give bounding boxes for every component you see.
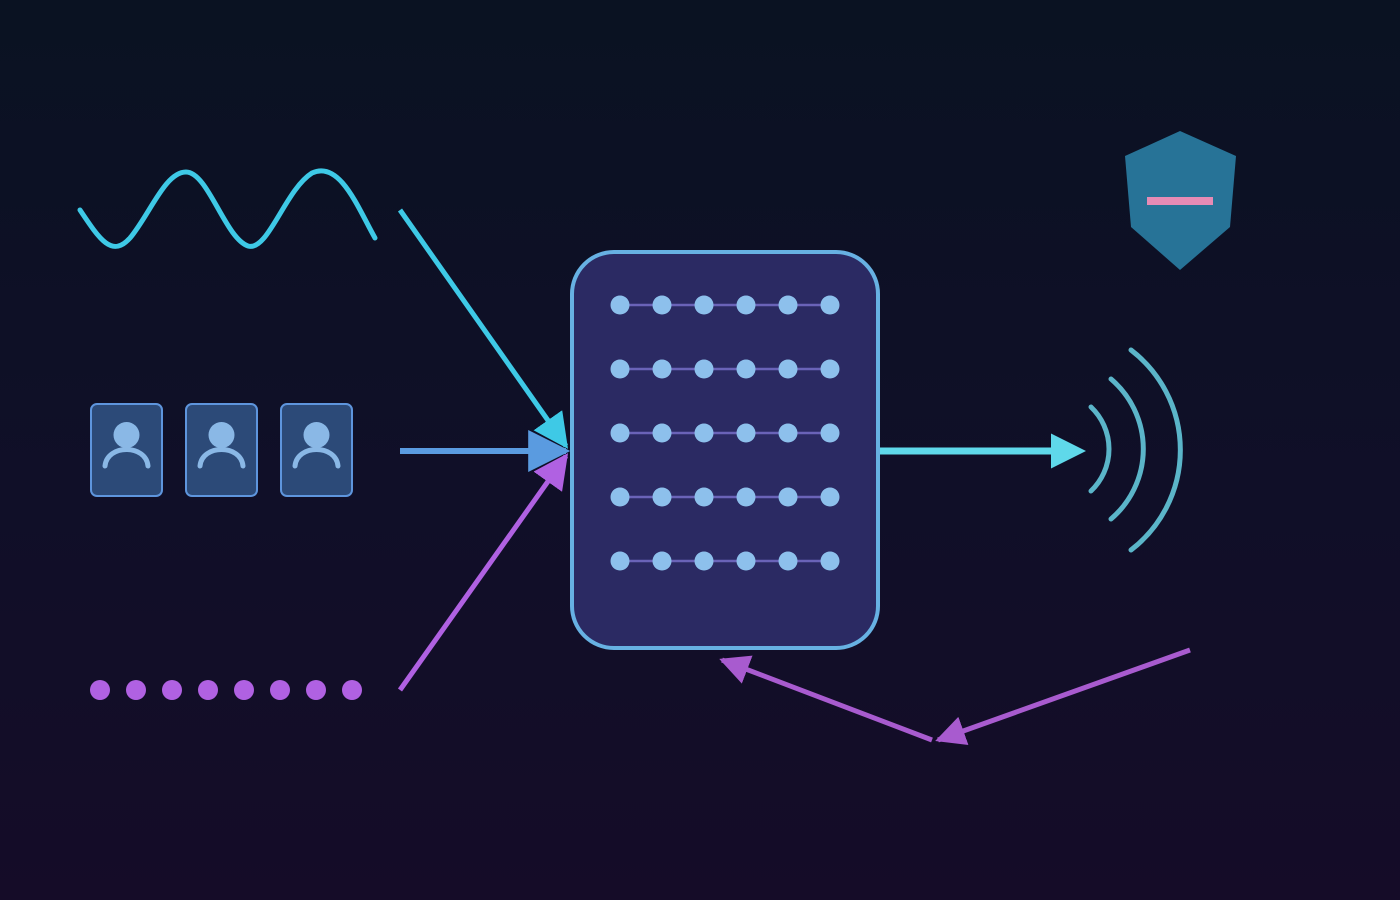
node-grid xyxy=(610,295,840,571)
user-avatar-icon xyxy=(113,422,140,448)
processor-node xyxy=(820,423,840,443)
processor-node xyxy=(694,423,714,443)
feedback-segment-return xyxy=(719,655,933,743)
sequence-dot xyxy=(306,680,326,700)
sequence-dot xyxy=(270,680,290,700)
processor-node xyxy=(778,295,798,315)
security-shield-icon xyxy=(1125,131,1236,270)
processor-node xyxy=(778,551,798,571)
processor-node xyxy=(652,359,672,379)
sequence-connector-arrow xyxy=(397,453,569,692)
processor-node xyxy=(610,423,630,443)
profile-cards-source xyxy=(90,403,353,497)
waveform-source-icon xyxy=(77,168,378,249)
profile-card xyxy=(90,403,163,497)
feedback-segment-upper xyxy=(935,647,1191,746)
processor-node xyxy=(736,359,756,379)
broadcast-output-icon xyxy=(1088,347,1183,553)
sequence-dot xyxy=(342,680,362,700)
processor-node xyxy=(778,487,798,507)
processor-node xyxy=(694,359,714,379)
processor-node xyxy=(820,295,840,315)
dot-sequence-source xyxy=(90,680,362,700)
processor-node xyxy=(820,487,840,507)
central-processor xyxy=(570,250,880,650)
processor-node xyxy=(778,423,798,443)
user-body-icon xyxy=(197,447,246,469)
user-body-icon xyxy=(292,447,341,469)
profile-card xyxy=(280,403,353,497)
processor-node xyxy=(694,551,714,571)
processor-node xyxy=(610,295,630,315)
processor-node xyxy=(694,295,714,315)
processor-node xyxy=(736,487,756,507)
user-avatar-icon xyxy=(208,422,235,448)
signal-arc-large xyxy=(1128,347,1183,553)
processor-node xyxy=(652,423,672,443)
sequence-dot xyxy=(198,680,218,700)
processor-node xyxy=(778,359,798,379)
signal-arc-medium xyxy=(1108,376,1146,522)
sequence-dot xyxy=(234,680,254,700)
processor-node xyxy=(694,487,714,507)
processor-node xyxy=(736,295,756,315)
processor-node xyxy=(610,551,630,571)
processor-node xyxy=(652,487,672,507)
signal-arc-small xyxy=(1088,404,1112,494)
sequence-dot xyxy=(126,680,146,700)
feedback-loop xyxy=(719,647,1191,746)
profile-card xyxy=(185,403,258,497)
sequence-dot xyxy=(162,680,182,700)
processor-node xyxy=(610,487,630,507)
processor-node xyxy=(652,551,672,571)
processor-node xyxy=(736,423,756,443)
processor-node xyxy=(610,359,630,379)
user-avatar-icon xyxy=(303,422,330,448)
processor-node xyxy=(820,551,840,571)
processor-node xyxy=(652,295,672,315)
processor-node xyxy=(820,359,840,379)
sequence-dot xyxy=(90,680,110,700)
user-body-icon xyxy=(102,447,151,469)
shield-minus-icon xyxy=(1147,197,1213,205)
processor-node xyxy=(736,551,756,571)
waveform-connector-arrow xyxy=(397,208,569,449)
